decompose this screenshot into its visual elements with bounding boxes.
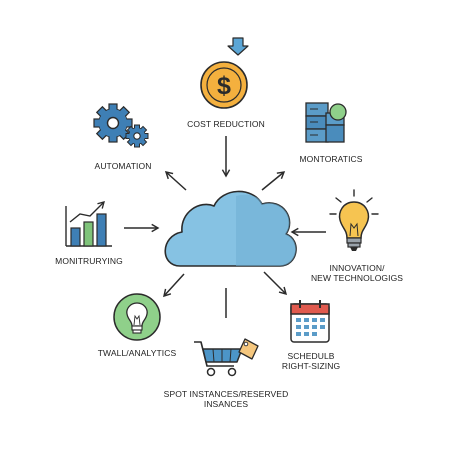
gears-icon [93, 103, 149, 148]
arrow-cloud-to-analytics [163, 273, 185, 298]
spot-text-line2: INSANCES [203, 399, 249, 409]
label-automation: AUTOMATION [78, 161, 168, 171]
arrow-cloud-to-automation [164, 171, 187, 191]
dollar-coin-icon: $ [200, 61, 248, 109]
label-analytics: TWALL/ANALYTICS [92, 348, 182, 358]
cost-reduction-text: COST REDUCTION [187, 119, 265, 129]
label-schedule: SCHEDULB RIGHT-SIZING [275, 351, 347, 371]
label-monitrurying: MONITRURYING [44, 256, 134, 266]
bar-chart-icon [65, 201, 112, 247]
shopping-cart-tag-icon [194, 338, 259, 377]
innovation-text-line1: INNOVATION/ [329, 263, 385, 273]
label-cost-reduction: COST REDUCTION [176, 119, 276, 129]
montoratics-text: MONTORATICS [299, 154, 363, 164]
bulb-badge-icon [113, 293, 161, 341]
schedule-text-line2: RIGHT-SIZING [281, 361, 341, 371]
light-bulb-icon [329, 189, 379, 251]
monitrurying-text: MONITRURYING [55, 256, 123, 266]
innovation-text-line2: NEW TECHNOLOGIGS [310, 273, 404, 283]
cloud-icon [164, 190, 297, 267]
arrow-cloud-to-montoratics [261, 171, 286, 191]
svg-text:$: $ [217, 72, 231, 100]
analytics-text: TWALL/ANALYTICS [97, 348, 177, 358]
server-stack-icon [305, 102, 347, 143]
spot-text-line1: SPOT INSTANCES/RESERVED [163, 389, 289, 399]
schedule-text-line1: SCHEDULB [287, 351, 335, 361]
label-montoratics: MONTORATICS [286, 154, 376, 164]
label-innovation: INNOVATION/ NEW TECHNOLOGIGS [305, 263, 409, 283]
calendar-icon [290, 300, 330, 343]
label-spot-instances: SPOT INSTANCES/RESERVED INSANCES [160, 389, 292, 409]
arrow-cloud-to-schedule [263, 271, 288, 296]
down-arrow-icon [227, 37, 249, 56]
automation-text: AUTOMATION [94, 161, 152, 171]
